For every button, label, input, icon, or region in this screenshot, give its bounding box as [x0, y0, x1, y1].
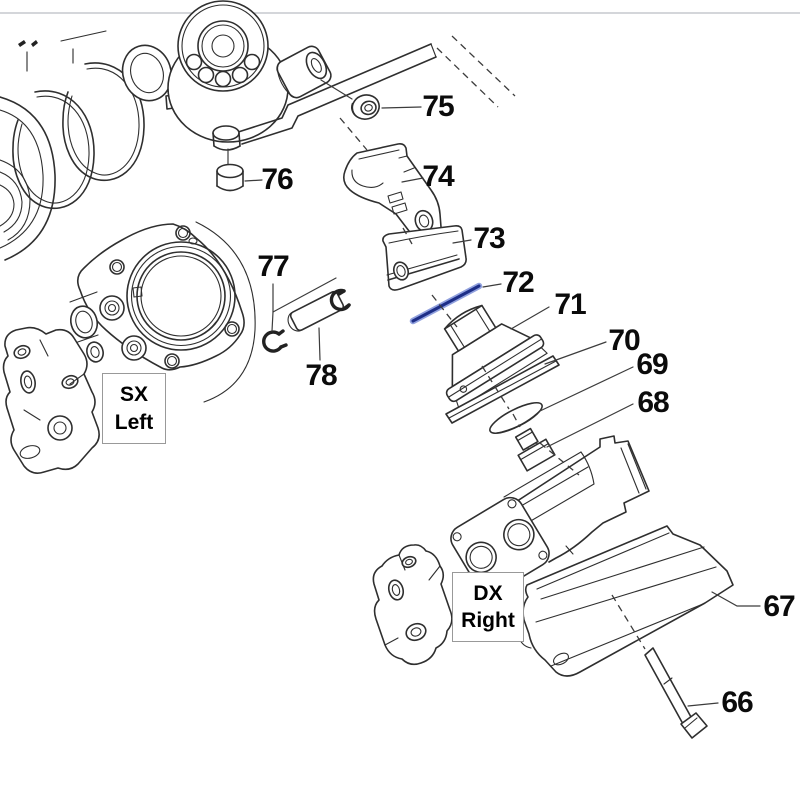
part-label-67: 67	[763, 590, 795, 623]
part-72-highlight-ring	[409, 282, 483, 325]
side-label-box-sx-left: SX Left	[102, 373, 166, 444]
part-label-68: 68	[637, 386, 669, 419]
part-70-sleeve	[445, 355, 560, 424]
part-71-housing	[443, 304, 548, 409]
sx-cover-plate	[69, 223, 245, 371]
part-label-71: 71	[554, 288, 586, 321]
part-label-78: 78	[305, 359, 337, 392]
part-73-piston	[382, 225, 467, 291]
part-label-70: 70	[608, 324, 640, 357]
part-67-cover	[516, 525, 734, 677]
dx-label-line1: DX	[473, 581, 503, 605]
part-69-plate	[489, 402, 543, 434]
part-label-69: 69	[636, 348, 668, 381]
part-label-66: 66	[721, 686, 753, 719]
bearing-housing	[165, 0, 437, 151]
part-label-77: 77	[257, 250, 289, 283]
crank-roller	[276, 45, 332, 99]
part-label-72: 72	[502, 266, 534, 299]
part-76-cap	[216, 148, 244, 192]
dx-label-line2: Right	[461, 609, 515, 632]
head-gasket-plate	[450, 496, 550, 596]
sx-label-line2: Left	[114, 410, 154, 434]
part-66-bolt	[644, 647, 708, 739]
cam-disc-partial	[0, 96, 56, 261]
sx-gasket-edge	[195, 221, 256, 403]
sx-bracket	[2, 326, 100, 474]
leader-lines	[244, 106, 761, 707]
roller-pointer-line	[320, 79, 353, 100]
crankcase-breakout-dashes	[436, 35, 516, 108]
snap-ring-left	[12, 90, 95, 210]
highlight-ring-core	[411, 284, 481, 323]
part-label-73: 73	[473, 222, 505, 255]
part-77-circlip-right	[329, 288, 351, 312]
seal-washer	[121, 44, 173, 102]
sx-label-line1: SX	[119, 383, 148, 407]
part-label-75: 75	[422, 90, 454, 123]
part-75-nut	[351, 94, 380, 120]
part-label-76: 76	[261, 163, 293, 196]
bearing-balls	[185, 53, 261, 88]
dx-bracket	[372, 544, 453, 666]
part-78-pin	[287, 290, 345, 332]
assembly-axis-dashes	[339, 117, 646, 650]
part-77-circlip-left	[262, 329, 288, 353]
part-label-74: 74	[422, 160, 454, 193]
side-label-box-dx-right: DX Right	[452, 572, 524, 642]
cutoff-marks	[18, 30, 107, 72]
stub-cup	[212, 125, 241, 151]
part-68-valve	[514, 427, 556, 472]
